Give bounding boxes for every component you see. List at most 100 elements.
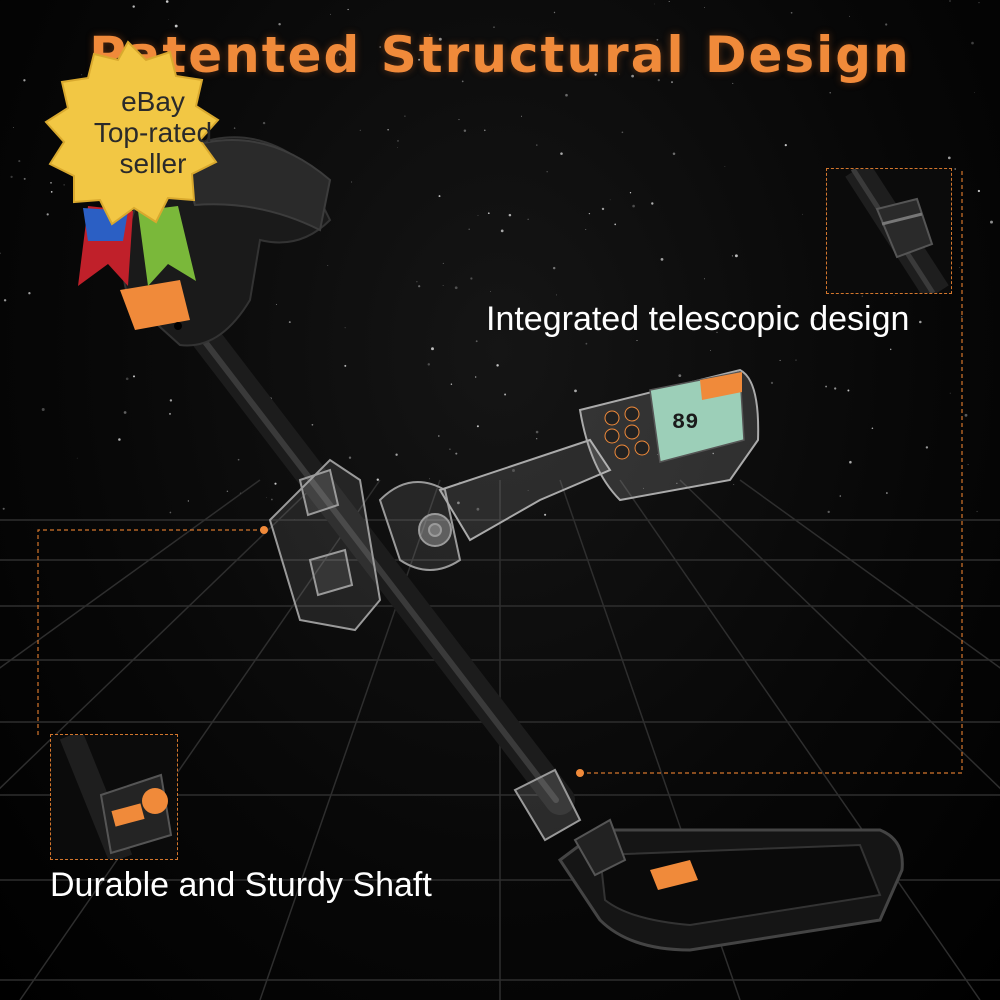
- star: [442, 285, 444, 287]
- star: [344, 327, 346, 329]
- star: [678, 374, 682, 377]
- star: [347, 8, 349, 11]
- star: [544, 513, 547, 516]
- star: [429, 34, 431, 36]
- star: [274, 482, 277, 485]
- star: [429, 478, 430, 480]
- star: [839, 495, 842, 497]
- star: [976, 510, 978, 513]
- star: [10, 175, 13, 179]
- badge-line-3: seller: [119, 148, 187, 179]
- star: [885, 23, 888, 26]
- star: [278, 22, 281, 26]
- star: [0, 252, 1, 255]
- arm-strap: [178, 139, 332, 232]
- star: [971, 41, 974, 45]
- star: [889, 348, 892, 351]
- shaft-caption: Durable and Sturdy Shaft: [50, 866, 432, 904]
- shaft-lock-image: [59, 735, 173, 859]
- star: [978, 2, 980, 4]
- star: [631, 74, 634, 78]
- star: [795, 359, 797, 361]
- star: [621, 131, 624, 134]
- star: [949, 0, 951, 2]
- star: [487, 212, 490, 215]
- star: [536, 144, 538, 146]
- star: [964, 413, 968, 417]
- star: [880, 315, 882, 317]
- star: [454, 286, 458, 290]
- star: [925, 446, 929, 449]
- star: [861, 295, 863, 297]
- star: [574, 389, 577, 393]
- star: [657, 78, 660, 82]
- star: [734, 254, 738, 258]
- star: [834, 387, 837, 390]
- star: [676, 482, 678, 484]
- star: [947, 156, 951, 160]
- ebay-top-rated-badge: eBay Top-rated seller: [28, 36, 228, 286]
- star: [376, 478, 379, 481]
- star: [351, 181, 353, 183]
- star: [476, 425, 479, 428]
- badge-line-1: eBay: [121, 86, 185, 117]
- star: [654, 3, 655, 5]
- star: [990, 220, 993, 224]
- shaft-collar: [513, 768, 582, 842]
- star: [169, 399, 173, 402]
- star: [656, 38, 659, 41]
- star: [50, 182, 52, 184]
- page-title: Patented Structural Design: [89, 26, 911, 84]
- star: [404, 115, 406, 117]
- star: [470, 277, 473, 280]
- star: [919, 320, 922, 324]
- star: [484, 129, 486, 132]
- star: [829, 92, 831, 94]
- star: [847, 389, 850, 392]
- star: [50, 191, 53, 193]
- star: [961, 316, 963, 318]
- star: [169, 412, 171, 415]
- star: [535, 430, 539, 434]
- star: [732, 82, 734, 84]
- star: [594, 73, 597, 76]
- star: [813, 318, 816, 321]
- star: [871, 427, 874, 429]
- callout-dot: [260, 526, 268, 534]
- star: [636, 339, 638, 342]
- star: [500, 229, 504, 233]
- star: [416, 281, 418, 283]
- star: [974, 91, 976, 93]
- control-box: 89: [578, 368, 760, 502]
- handle-clamp: [268, 458, 462, 632]
- star: [552, 266, 556, 270]
- star: [651, 202, 654, 205]
- star: [504, 393, 507, 396]
- star: [830, 312, 832, 313]
- star: [849, 460, 852, 464]
- star: [489, 291, 491, 293]
- star: [165, 0, 169, 3]
- star: [959, 267, 960, 268]
- star: [132, 375, 136, 378]
- star: [344, 364, 347, 367]
- star: [619, 73, 620, 75]
- star: [237, 458, 240, 461]
- star: [886, 492, 888, 494]
- star: [266, 496, 268, 498]
- star: [716, 331, 718, 334]
- star: [733, 484, 735, 485]
- star: [125, 377, 129, 381]
- star: [704, 278, 705, 280]
- star: [431, 347, 434, 351]
- star: [28, 292, 31, 295]
- telescopic-joint-image: [845, 169, 949, 293]
- star: [63, 184, 65, 186]
- star: [601, 207, 605, 211]
- star: [642, 487, 644, 489]
- star: [779, 359, 781, 361]
- star: [827, 510, 830, 514]
- star: [2, 507, 5, 510]
- detector-shaft: [185, 315, 575, 815]
